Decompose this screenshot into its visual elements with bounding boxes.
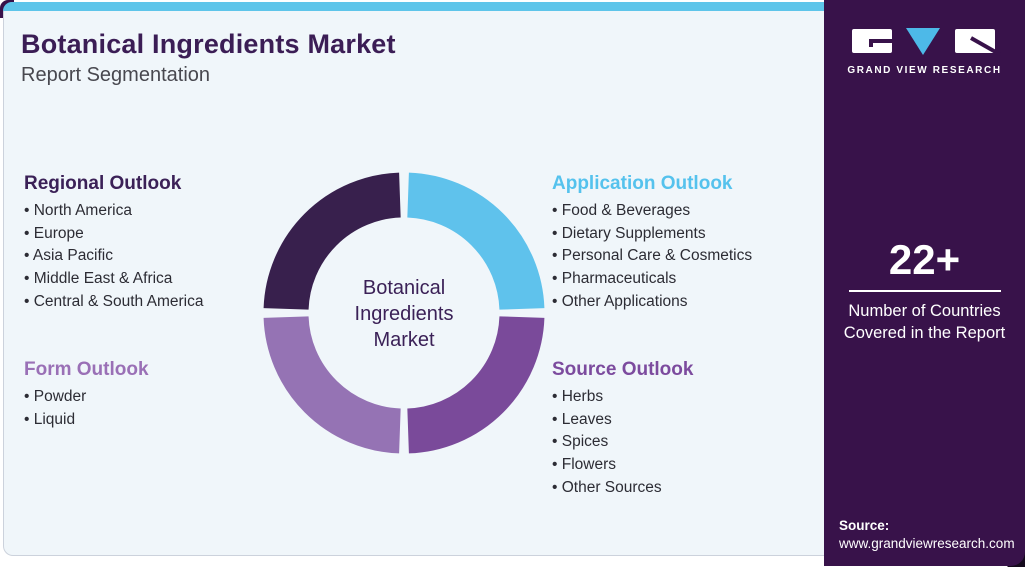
- section-form-outlook: Form Outlook Powder Liquid: [24, 359, 294, 431]
- donut-segment-regional: [263, 172, 402, 311]
- countries-stat: 22+ Number of Countries Covered in the R…: [824, 236, 1025, 344]
- section-title: Regional Outlook: [24, 173, 182, 194]
- list-item: Liquid: [24, 409, 294, 432]
- list-item: Personal Care & Cosmetics: [552, 245, 822, 268]
- source-label: Source:: [839, 518, 890, 533]
- section-regional-outlook: Regional Outlook North America Europe As…: [24, 173, 294, 314]
- brand-logo: GRAND VIEW RESEARCH: [824, 26, 1025, 76]
- stat-divider: [848, 290, 1001, 292]
- donut-center-line: Ingredients: [354, 303, 454, 325]
- list-item: Dietary Supplements: [552, 223, 822, 246]
- section-list: Food & Beverages Dietary Supplements Per…: [552, 200, 822, 314]
- donut-center-line: Market: [373, 329, 435, 351]
- stat-label-line: Number of Countries: [848, 302, 1001, 320]
- section-list: North America Europe Asia Pacific Middle…: [24, 200, 294, 314]
- donut-segment-source: [406, 315, 545, 454]
- section-list: Herbs Leaves Spices Flowers Other Source…: [552, 386, 822, 500]
- list-item: Flowers: [552, 454, 822, 477]
- donut-chart: [263, 172, 545, 454]
- donut-segment-form: [263, 315, 402, 454]
- section-source-outlook: Source Outlook Herbs Leaves Spices Flowe…: [552, 359, 822, 500]
- donut-segment-application: [406, 172, 545, 311]
- section-list: Powder Liquid: [24, 386, 294, 431]
- section-title: Application Outlook: [552, 173, 733, 194]
- list-item: Europe: [24, 223, 294, 246]
- page-title: Botanical Ingredients Market: [21, 29, 396, 59]
- list-item: Powder: [24, 386, 294, 409]
- list-item: Spices: [552, 431, 822, 454]
- top-accent-bar: [3, 2, 825, 11]
- list-item: Other Applications: [552, 291, 822, 314]
- report-header: Botanical Ingredients Market Report Segm…: [21, 29, 396, 87]
- stat-label: Number of Countries Covered in the Repor…: [837, 300, 1013, 344]
- source-block: Source: www.grandviewresearch.com: [839, 518, 1015, 551]
- list-item: North America: [24, 200, 294, 223]
- list-item: Other Sources: [552, 477, 822, 500]
- section-title: Source Outlook: [552, 359, 694, 380]
- list-item: Pharmaceuticals: [552, 268, 822, 291]
- list-item: Central & South America: [24, 291, 294, 314]
- page-subtitle: Report Segmentation: [21, 64, 211, 86]
- gvr-logo-icon: [851, 28, 1002, 57]
- sidebar: GRAND VIEW RESEARCH 22+ Number of Countr…: [824, 0, 1025, 566]
- list-item: Herbs: [552, 386, 822, 409]
- list-item: Middle East & Africa: [24, 268, 294, 291]
- section-application-outlook: Application Outlook Food & Beverages Die…: [552, 173, 822, 314]
- list-item: Leaves: [552, 409, 822, 432]
- section-title: Form Outlook: [24, 359, 149, 380]
- brand-name: GRAND VIEW RESEARCH: [847, 65, 1002, 76]
- list-item: Asia Pacific: [24, 245, 294, 268]
- donut-center-label: Botanical Ingredients Market: [314, 275, 494, 353]
- donut-center-line: Botanical: [362, 277, 446, 299]
- list-item: Food & Beverages: [552, 200, 822, 223]
- stat-label-line: Covered in the Report: [843, 324, 1006, 342]
- source-url-link[interactable]: www.grandviewresearch.com: [839, 536, 1015, 551]
- main-panel: Botanical Ingredients Market Report Segm…: [3, 2, 825, 556]
- stat-value: 22+: [888, 236, 961, 283]
